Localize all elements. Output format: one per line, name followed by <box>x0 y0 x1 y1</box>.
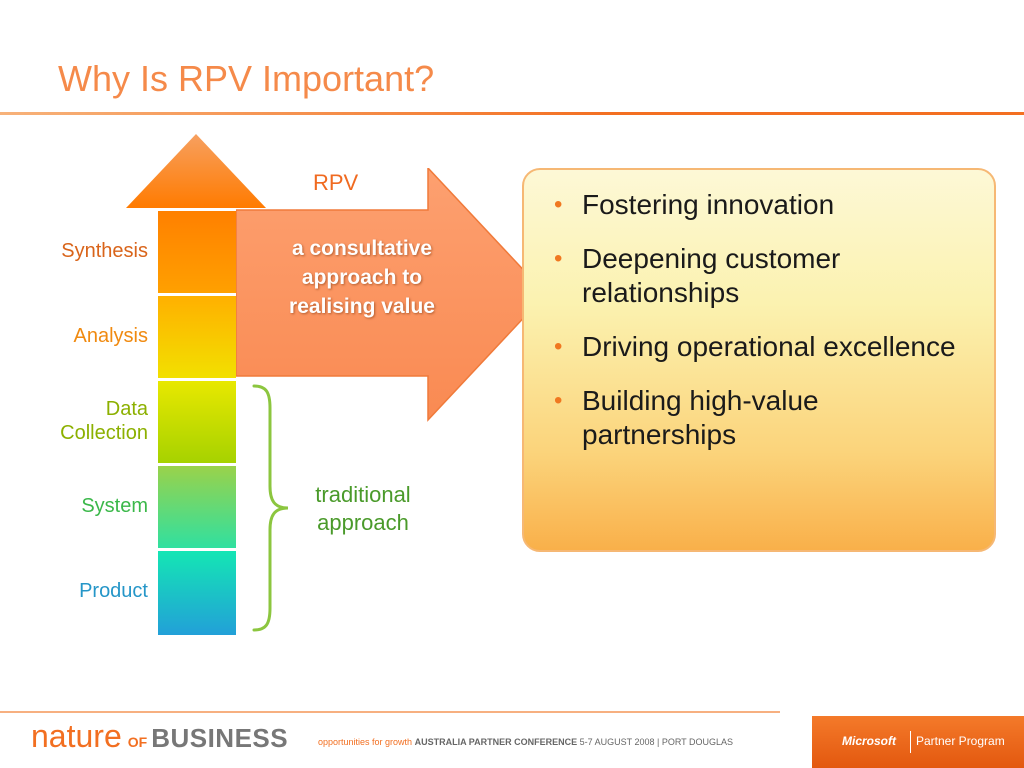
level-label-system: System <box>81 495 148 517</box>
benefit-text: Deepening customer relationships <box>582 243 841 308</box>
level-label-synthesis: Synthesis <box>61 240 148 262</box>
brand-business: BUSINESS <box>151 723 289 753</box>
benefit-text: Building high-value partnerships <box>582 385 819 450</box>
footer-divider <box>0 711 780 713</box>
tower-block-system <box>158 466 236 550</box>
level-label-analysis: Analysis <box>73 325 148 347</box>
list-item: • Fostering innovation <box>550 188 970 222</box>
tower-block-data-collection <box>158 381 236 465</box>
tower-up-arrow-icon <box>126 134 266 208</box>
bullet-icon: • <box>554 333 563 360</box>
brand-nature: nature <box>31 718 122 754</box>
level-label-product: Product <box>79 580 148 602</box>
curly-brace-icon <box>252 384 289 632</box>
tagline-dates: 5-7 AUGUST 2008 | PORT DOUGLAS <box>579 737 734 747</box>
title-divider <box>0 112 1024 115</box>
microsoft-partner-logo: Microsoft Partner Program <box>812 716 1024 768</box>
list-item: • Deepening customer relationships <box>550 242 970 310</box>
tower-block-analysis <box>158 296 236 380</box>
rpv-label: RPV <box>313 170 359 195</box>
tagline-conference: AUSTRALIA PARTNER CONFERENCE <box>414 737 578 747</box>
benefits-panel: • Fostering innovation • Deepening custome… <box>522 168 996 552</box>
consultative-approach-text: a consultative approach to realising val… <box>289 237 435 318</box>
microsoft-wordmark: Microsoft <box>842 734 896 748</box>
bullet-icon: • <box>554 387 563 414</box>
tower-block-synthesis <box>158 211 236 295</box>
benefits-list: • Fostering innovation • Deepening custome… <box>550 188 970 472</box>
partner-program-text: Partner Program <box>916 734 1005 748</box>
benefit-text: Fostering innovation <box>582 189 835 220</box>
level-label-data-collection: Data Collection <box>60 398 148 444</box>
rpv-right-arrow-icon <box>236 168 548 422</box>
brand-of: OF <box>127 734 148 750</box>
tagline-growth: opportunities for growth <box>318 737 413 747</box>
bullet-icon: • <box>554 245 563 272</box>
slide-title: Why Is RPV Important? <box>58 58 435 99</box>
list-item: • Building high-value partnerships <box>550 384 970 452</box>
traditional-approach-text: traditional approach <box>315 482 411 535</box>
list-item: • Driving operational excellence <box>550 330 970 364</box>
logo-separator <box>910 731 911 753</box>
conference-tagline: opportunities for growth AUSTRALIA PARTN… <box>318 737 733 747</box>
bullet-icon: • <box>554 191 563 218</box>
benefit-text: Driving operational excellence <box>582 331 956 362</box>
tower-block-product <box>158 551 236 635</box>
